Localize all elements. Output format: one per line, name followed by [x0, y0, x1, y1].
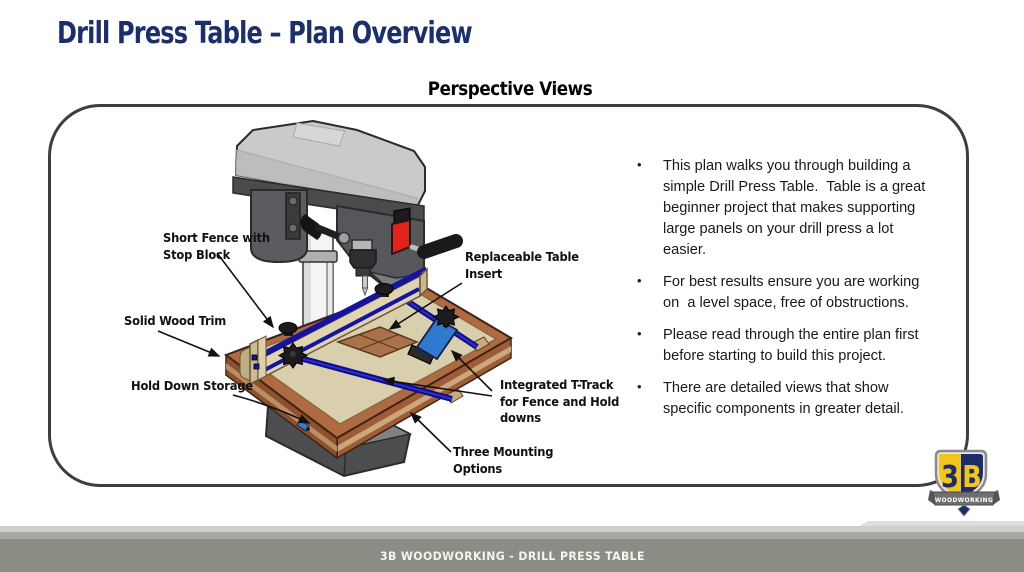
bullet-icon: •: [637, 326, 642, 341]
footer-strip-light: [0, 526, 1024, 532]
logo-shield-left: [939, 454, 961, 497]
bullet-icon: •: [637, 157, 642, 172]
list-item: • Please read through the entire plan fi…: [637, 325, 937, 367]
bullet-text: This plan walks you through building a s…: [663, 158, 930, 258]
list-item: • For best results ensure you are workin…: [637, 272, 937, 314]
callout-hold-down-storage: Hold Down Storage: [131, 378, 253, 393]
logo-letter-3: 3: [941, 459, 959, 495]
logo-diamond: [957, 504, 971, 517]
logo-ribbon: [932, 491, 996, 506]
list-item: • There are detailed views that show spe…: [637, 378, 937, 420]
logo-banner-text: WOODWORKING: [935, 497, 993, 504]
bullet-icon: •: [637, 273, 642, 288]
list-item: • This plan walks you through building a…: [637, 156, 937, 261]
bullet-icon: •: [637, 379, 642, 394]
callout-short-fence: Short Fence with Stop Block: [163, 230, 270, 262]
bullet-text: For best results ensure you are working …: [663, 274, 924, 311]
footer-strip-mid: [0, 532, 1024, 539]
bullet-text: There are detailed views that show speci…: [663, 380, 904, 417]
page-title: Drill Press Table – Plan Overview: [57, 16, 473, 51]
callout-solid-wood-trim: Solid Wood Trim: [124, 313, 227, 328]
section-heading: Perspective Views: [427, 78, 593, 100]
bullet-text: Please read through the entire plan firs…: [663, 327, 923, 364]
footer-text: 3B WOODWORKING - DRILL PRESS TABLE: [379, 548, 645, 563]
callout-t-track: Integrated T-Track for Fence and Hold do…: [500, 377, 620, 425]
callout-replaceable-insert: Replaceable Table Insert: [465, 249, 579, 281]
footer-bar: 3B WOODWORKING - DRILL PRESS TABLE: [0, 539, 1024, 572]
3b-woodworking-logo: 3 B WOODWORKING: [928, 449, 1000, 517]
callout-mounting-options: Three Mounting Options: [453, 444, 554, 476]
bullet-list: • This plan walks you through building a…: [637, 156, 937, 431]
logo-shield-right: [961, 454, 983, 497]
logo-letter-b: B: [962, 459, 981, 495]
